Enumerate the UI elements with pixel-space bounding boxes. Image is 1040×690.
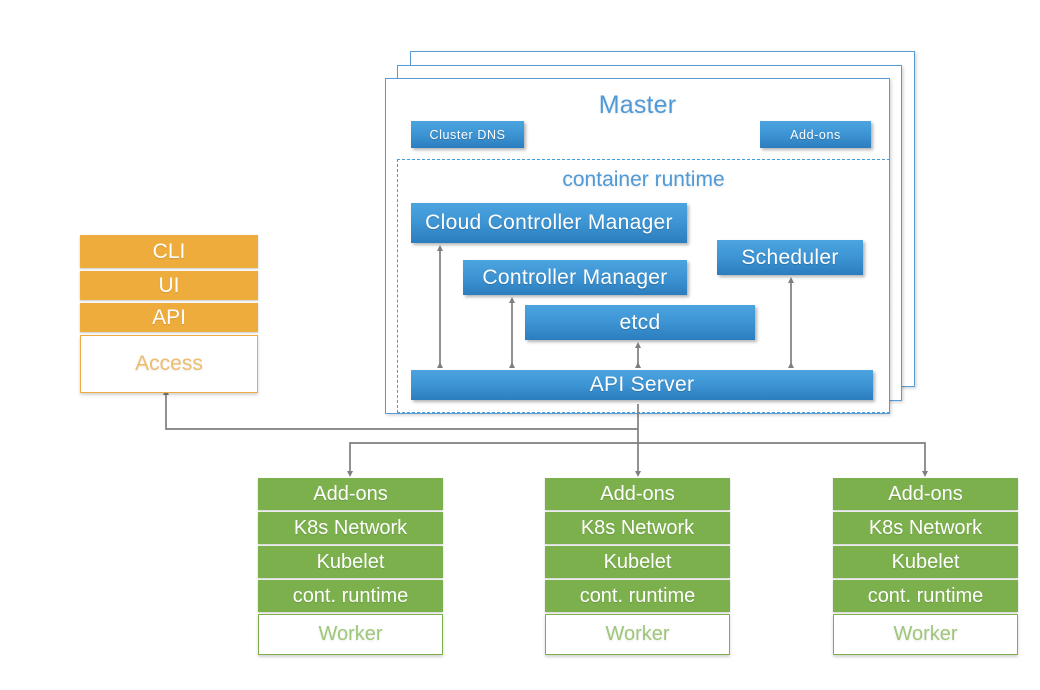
worker-1-layer-k8s-network[interactable]: K8s Network — [258, 512, 443, 544]
worker-3-layer-k8s-network[interactable]: K8s Network — [833, 512, 1018, 544]
cloud-controller-manager-box[interactable]: Cloud Controller Manager — [411, 203, 687, 243]
worker-1-footer: Worker — [258, 614, 443, 655]
etcd-box[interactable]: etcd — [525, 305, 755, 340]
connector-apiserver-to-worker-1 — [347, 442, 638, 477]
worker-2-footer: Worker — [545, 614, 730, 655]
container-runtime-region: container runtime — [397, 159, 890, 413]
access-item-ui[interactable]: UI — [80, 271, 258, 300]
master-title: Master — [598, 91, 677, 119]
access-stack: CLI UI API Access — [80, 235, 258, 393]
master-addons-box[interactable]: Add-ons — [760, 121, 871, 148]
worker-2-layer-kubelet[interactable]: Kubelet — [545, 546, 730, 578]
controller-manager-box[interactable]: Controller Manager — [463, 260, 687, 295]
connector-apiserver-to-worker-3 — [638, 442, 928, 477]
access-item-api[interactable]: API — [80, 303, 258, 332]
worker-1-layer-addons[interactable]: Add-ons — [258, 478, 443, 510]
access-footer: Access — [80, 335, 258, 393]
worker-3-layer-addons[interactable]: Add-ons — [833, 478, 1018, 510]
access-item-cli[interactable]: CLI — [80, 235, 258, 268]
worker-2-layer-addons[interactable]: Add-ons — [545, 478, 730, 510]
worker-2-layer-k8s-network[interactable]: K8s Network — [545, 512, 730, 544]
worker-1-layer-cont-runtime[interactable]: cont. runtime — [258, 580, 443, 612]
worker-1-layer-kubelet[interactable]: Kubelet — [258, 546, 443, 578]
container-runtime-title: container runtime — [562, 168, 725, 191]
scheduler-box[interactable]: Scheduler — [717, 240, 863, 275]
worker-node-3: Add-ons K8s Network Kubelet cont. runtim… — [833, 478, 1018, 655]
worker-node-1: Add-ons K8s Network Kubelet cont. runtim… — [258, 478, 443, 655]
worker-2-layer-cont-runtime[interactable]: cont. runtime — [545, 580, 730, 612]
worker-3-layer-cont-runtime[interactable]: cont. runtime — [833, 580, 1018, 612]
cluster-dns-box[interactable]: Cluster DNS — [411, 121, 524, 148]
connector-apiserver-to-access — [163, 389, 638, 430]
worker-3-footer: Worker — [833, 614, 1018, 655]
worker-node-2: Add-ons K8s Network Kubelet cont. runtim… — [545, 478, 730, 655]
api-server-box[interactable]: API Server — [411, 370, 873, 400]
worker-3-layer-kubelet[interactable]: Kubelet — [833, 546, 1018, 578]
